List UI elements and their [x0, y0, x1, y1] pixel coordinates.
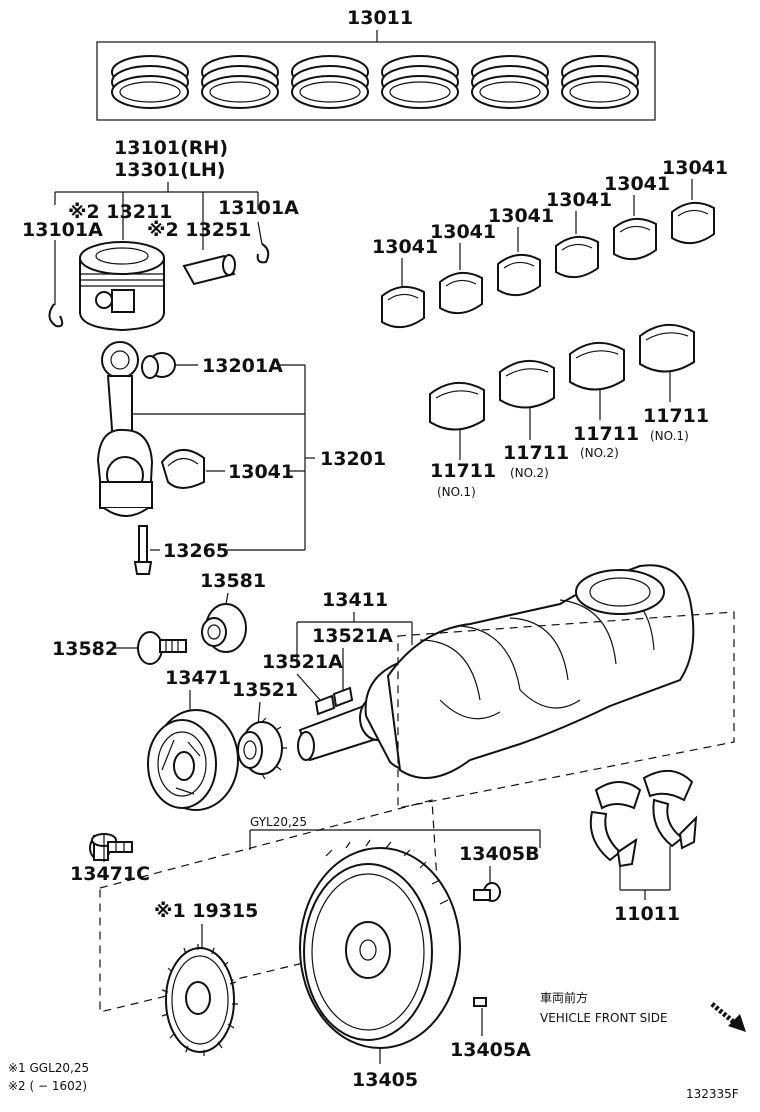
- main-bearings-lower: 11711 (NO.1) 11711 (NO.2) 11711 (NO.2) 1…: [429, 324, 709, 499]
- main-bearing-lower: 11711 (NO.1): [429, 382, 496, 499]
- label-13211: ※2 13211: [68, 201, 172, 223]
- label-13201: 13201: [320, 448, 386, 470]
- label-main-bearing-5: 13041: [604, 173, 670, 195]
- label-13405a: 13405A: [450, 1039, 531, 1061]
- drive-plate: [161, 944, 238, 1056]
- label-13101-rh: 13101(RH): [114, 137, 228, 159]
- crankshaft: [297, 564, 695, 779]
- label-11711-3: 11711: [573, 423, 639, 445]
- label-13521: 13521: [232, 679, 298, 701]
- main-bearing-lower: 11711 (NO.2): [499, 360, 569, 480]
- flywheel-pin: [473, 997, 487, 1007]
- piston-group: 13101(RH) 13301(LH) ※2 13211 13101A 1310…: [22, 137, 299, 332]
- main-bearing-upper: 13041: [546, 189, 612, 279]
- label-13265: 13265: [163, 540, 229, 562]
- crank-key-b: [314, 694, 336, 716]
- label-main-bearing-1: 13041: [372, 236, 438, 258]
- label-11711-2: 11711: [503, 442, 569, 464]
- label-13471: 13471: [165, 667, 231, 689]
- main-bearing-upper: 13041: [430, 221, 496, 315]
- main-bearing-upper: 13041: [372, 236, 438, 329]
- connecting-rod: [96, 341, 154, 517]
- snap-ring-right: [256, 243, 270, 264]
- label-13521a-a: 13521A: [312, 625, 393, 647]
- label-13471c: 13471C: [70, 863, 150, 885]
- flywheel: [299, 839, 461, 1049]
- sublabel-11711-2: (NO.2): [510, 466, 549, 480]
- conrod-bearing: [160, 449, 205, 489]
- label-13411: 13411: [322, 589, 388, 611]
- pulley-washer: [201, 603, 247, 653]
- pulley-bolt-c: [89, 833, 133, 861]
- piston-ring: [471, 55, 549, 109]
- conrod-bush: [141, 352, 176, 379]
- main-bearing-upper: 13041: [488, 205, 554, 297]
- label-13101a-right: 13101A: [218, 197, 299, 219]
- footnote-1: ※1 GGL20,25: [8, 1061, 89, 1075]
- label-13041-conrod: 13041: [228, 461, 294, 483]
- label-main-bearing-4: 13041: [546, 189, 612, 211]
- main-bearing-upper: 13041: [662, 157, 728, 245]
- diagram-id: 132335F: [686, 1087, 739, 1101]
- label-13582: 13582: [52, 638, 118, 660]
- piston-ring: [201, 55, 279, 109]
- sublabel-11711-4: (NO.1): [650, 429, 689, 443]
- label-front-en: VEHICLE FRONT SIDE: [540, 1011, 668, 1025]
- conrod-group: 13201A 13041 13201 13265: [96, 341, 386, 575]
- crank-pulley: [147, 709, 239, 811]
- piston-ring: [111, 55, 189, 109]
- crank-key-a: [332, 686, 354, 708]
- main-bearing-upper: 13041: [604, 173, 670, 261]
- thrust-washer-group: 11011: [589, 770, 698, 925]
- piston-rings: [111, 55, 639, 109]
- piston-ring-set: 13011: [96, 7, 656, 121]
- piston-pin-part: [182, 254, 236, 286]
- footnotes: ※1 GGL20,25 ※2 ( − 1602) 132335F: [8, 1061, 739, 1101]
- label-13101a-left: 13101A: [22, 219, 103, 241]
- label-13251: ※2 13251: [147, 219, 251, 241]
- piston-ring: [381, 55, 459, 109]
- label-13301-lh: 13301(LH): [114, 159, 225, 181]
- main-bearing-lower: 11711 (NO.2): [569, 342, 639, 460]
- label-13405b: 13405B: [459, 843, 540, 865]
- sublabel-11711-1: (NO.1): [437, 485, 476, 499]
- piston-ring: [561, 55, 639, 109]
- flywheel-bolt: [473, 882, 501, 902]
- timing-gear: [237, 717, 287, 780]
- label-13521a-b: 13521A: [262, 651, 343, 673]
- label-11711-4: 11711: [643, 405, 709, 427]
- label-11711-1: 11711: [430, 460, 496, 482]
- thrust-washer: [642, 770, 698, 850]
- footnote-2: ※2 ( − 1602): [8, 1079, 87, 1093]
- front-arrow-icon: [710, 1002, 746, 1032]
- front-direction: 車両前方 VEHICLE FRONT SIDE: [540, 990, 746, 1032]
- label-13011: 13011: [347, 7, 413, 29]
- crankshaft-group: 13411 13521A 13521A: [262, 564, 735, 809]
- main-bearing-lower: 11711 (NO.1): [639, 324, 709, 443]
- sublabel-11711-3: (NO.2): [580, 446, 619, 460]
- label-main-bearing-3: 13041: [488, 205, 554, 227]
- label-13405: 13405: [352, 1069, 418, 1091]
- pulley-bolt: [137, 631, 187, 665]
- conrod-bolt: [133, 525, 153, 575]
- label-13201a: 13201A: [202, 355, 283, 377]
- label-main-bearing-2: 13041: [430, 221, 496, 243]
- piston: [79, 241, 165, 332]
- pulley-group: 13581 13582 13471 13521: [52, 570, 298, 885]
- label-front-jp: 車両前方: [540, 990, 588, 1005]
- main-bearings-upper: 13041 13041 13041 13041 13041: [372, 157, 728, 329]
- thrust-washer: [589, 781, 642, 868]
- label-11011: 11011: [614, 903, 680, 925]
- label-main-bearing-6: 13041: [662, 157, 728, 179]
- label-13581: 13581: [200, 570, 266, 592]
- flywheel-group: GYL20,25 13405B ※1 19315: [99, 799, 541, 1091]
- label-gyl-note: GYL20,25: [250, 815, 307, 829]
- piston-ring: [291, 55, 369, 109]
- snap-ring-left: [48, 303, 64, 328]
- label-19315: ※1 19315: [154, 900, 258, 922]
